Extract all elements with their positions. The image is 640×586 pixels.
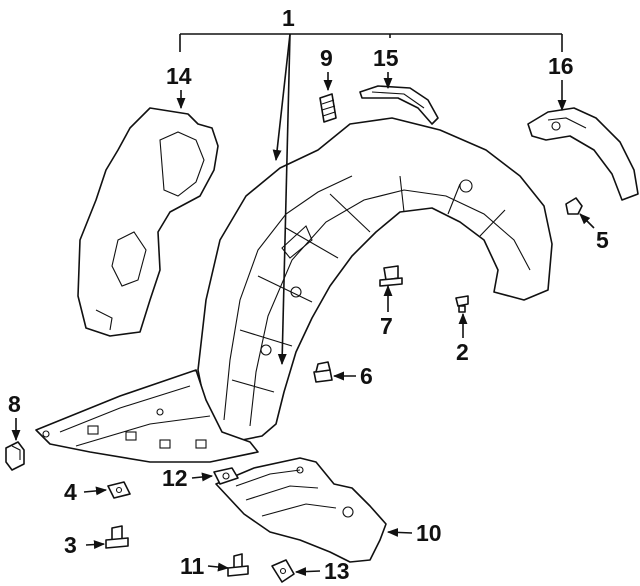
leader-lines <box>11 33 595 577</box>
callout-15: 15 <box>373 45 399 71</box>
part-7-screw <box>379 265 403 287</box>
callout-9: 9 <box>320 45 333 71</box>
callout-10: 10 <box>416 520 442 546</box>
part-15-seal-strip <box>359 85 439 125</box>
callout-4: 4 <box>64 479 77 505</box>
callout-14: 14 <box>166 63 192 89</box>
part-9-push-clip <box>319 93 337 123</box>
callout-16: 16 <box>548 53 574 79</box>
part-6-clip <box>313 361 333 383</box>
callout-8: 8 <box>8 391 21 417</box>
part-13-clip <box>271 559 295 583</box>
part-8-bushing <box>5 441 25 471</box>
part-10-rear-shield <box>215 457 387 563</box>
callout-2: 2 <box>456 339 469 365</box>
part-4-nut <box>107 481 131 499</box>
callout-3: 3 <box>64 532 77 558</box>
callout-13: 13 <box>324 558 350 584</box>
callout-1: 1 <box>282 5 295 31</box>
part-12-nut <box>213 467 239 485</box>
part-3-screw <box>105 525 129 549</box>
part-5-clip <box>565 197 583 215</box>
callout-5: 5 <box>596 227 609 253</box>
part-1-fender-liner <box>197 117 553 441</box>
callout-11: 11 <box>180 553 205 579</box>
lower-splash-shield <box>35 369 259 463</box>
part-16-rear-extension <box>527 107 639 201</box>
part-11-screw <box>227 553 249 577</box>
callout-labels: 1 14 9 15 16 5 7 2 6 8 4 12 3 11 13 10 <box>8 5 609 584</box>
part-2-rivet <box>455 295 469 313</box>
callout-7: 7 <box>380 313 393 339</box>
part-14-liner-panel <box>77 107 219 337</box>
callout-12: 12 <box>162 465 188 491</box>
callout-6: 6 <box>360 363 373 389</box>
